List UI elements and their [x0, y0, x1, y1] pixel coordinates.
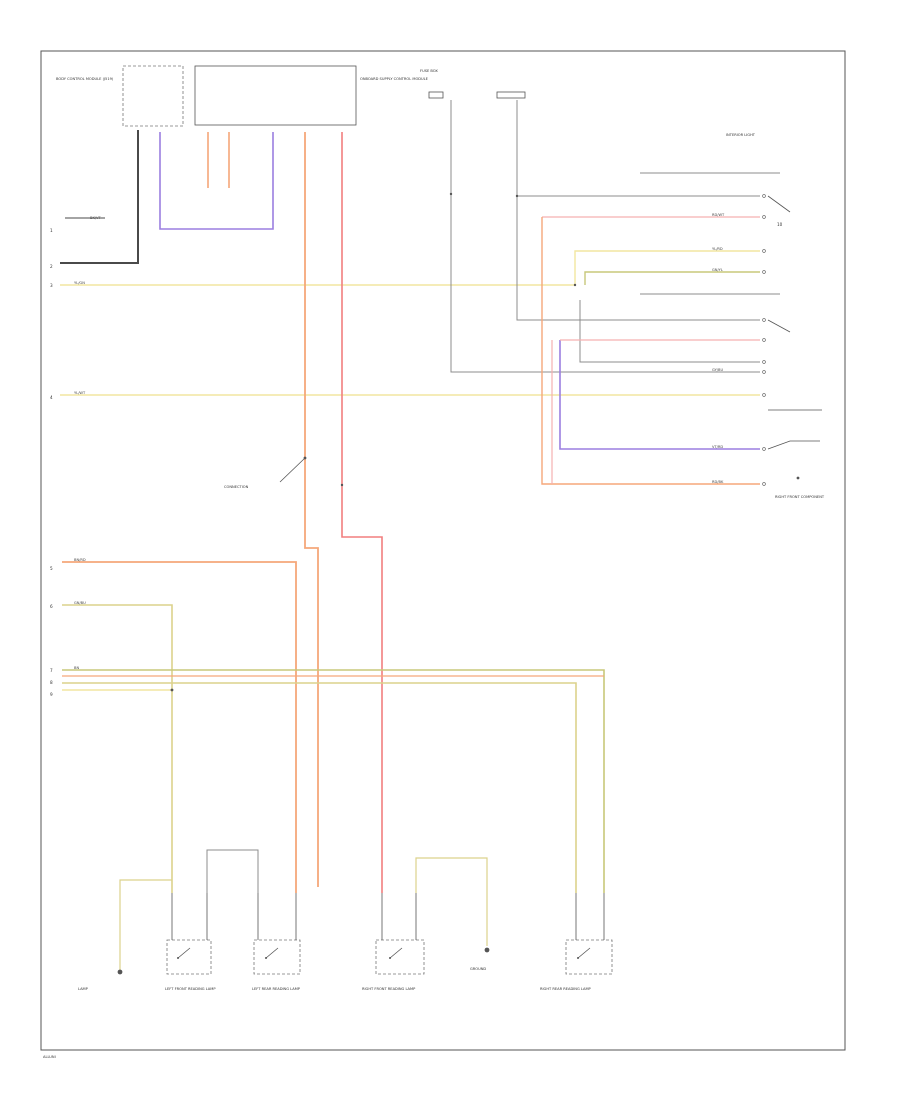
wire-label-7: VT/RD [712, 445, 723, 449]
pin-10: 10 [777, 222, 783, 227]
wire-green-1 [584, 271, 760, 285]
wire-yg-2 [415, 857, 488, 946]
wire-grey-7 [206, 849, 259, 893]
wire-violet-1 [159, 132, 274, 230]
wire-orange-4 [62, 561, 297, 893]
fuse-box-label: FUSE BOX [420, 69, 438, 73]
wire-grey-4 [579, 300, 760, 363]
wire-orange-3 [304, 132, 319, 887]
pin-1: 1 [50, 228, 53, 233]
lamp-1 [117, 969, 123, 975]
wire-label-9: BN [74, 666, 79, 670]
switch-drops [171, 893, 605, 940]
switch-5 [565, 939, 613, 975]
wire-label-8: GY/BU [712, 368, 723, 372]
pin-6: 6 [50, 604, 53, 609]
wire-label-12: GN/YL [712, 268, 723, 272]
wire-grey-1 [450, 100, 760, 373]
pin-8: 8 [50, 680, 53, 685]
wire-yg-3 [119, 879, 172, 970]
switch-2 [253, 939, 301, 975]
splice-label: CONNECTION [224, 485, 249, 489]
lamp-1-label: LAMP [78, 987, 89, 991]
switch-1 [166, 939, 212, 975]
left-module-label: BODY CONTROL MODULE (J519) [56, 77, 114, 81]
wire-red-1 [341, 132, 383, 893]
pin-2: 2 [50, 264, 53, 269]
fuse-block-2 [496, 91, 526, 99]
pin-7: 7 [50, 668, 53, 673]
wire-label-10: RD/BK [712, 480, 724, 484]
wire-bus-1 [62, 669, 605, 893]
pin-4: 4 [50, 395, 53, 400]
center-module-label: ONBOARD SUPPLY CONTROL MODULE [360, 77, 429, 81]
switch-5-label: RIGHT REAR READING LAMP [540, 987, 592, 991]
wire-label-2: YL/GN [74, 281, 85, 285]
pin-5: 5 [50, 566, 53, 571]
wire-orange-5 [541, 217, 760, 485]
switch-3-label: RIGHT FRONT READING LAMP [362, 987, 416, 991]
wire-yg-1 [62, 604, 173, 893]
wire-label-4: BN/RD [74, 558, 86, 562]
switch-4-label: GROUND [470, 967, 486, 971]
footer-code: ALLUNI [43, 1055, 56, 1059]
wire-black-1 [60, 130, 139, 264]
left-module-box [122, 65, 184, 127]
wire-grey-2 [516, 100, 760, 321]
wire-label-3: YL/WT [74, 391, 86, 395]
wire-label-1: BK/VT [90, 216, 101, 220]
diagram-frame [40, 50, 846, 1051]
pin-3: 3 [50, 283, 53, 288]
junctions [170, 192, 577, 692]
wire-yellow-1 [60, 250, 760, 286]
switch-1-label: LEFT FRONT READING LAMP [165, 987, 216, 991]
center-module-box [194, 65, 357, 126]
switch-3 [375, 939, 425, 975]
ground-point [484, 947, 490, 953]
switch-2-label: LEFT REAR READING LAMP [252, 987, 301, 991]
right-terminals [762, 194, 822, 486]
wire-label-6: RD/WT [712, 213, 725, 217]
pin-9: 9 [50, 692, 53, 697]
wire-label-11: YL/RD [712, 247, 723, 251]
fuse-block-1 [428, 91, 444, 99]
splice-leader [279, 457, 306, 483]
right-header-label: INTERIOR LIGHT [726, 133, 756, 137]
wire-label-5: GN/BU [74, 601, 86, 605]
wires-group [60, 100, 780, 970]
bottom-right-component-label: RIGHT FRONT COMPONENT [775, 495, 825, 499]
wire-violet-2 [559, 340, 760, 450]
wire-bus-3 [62, 682, 577, 893]
